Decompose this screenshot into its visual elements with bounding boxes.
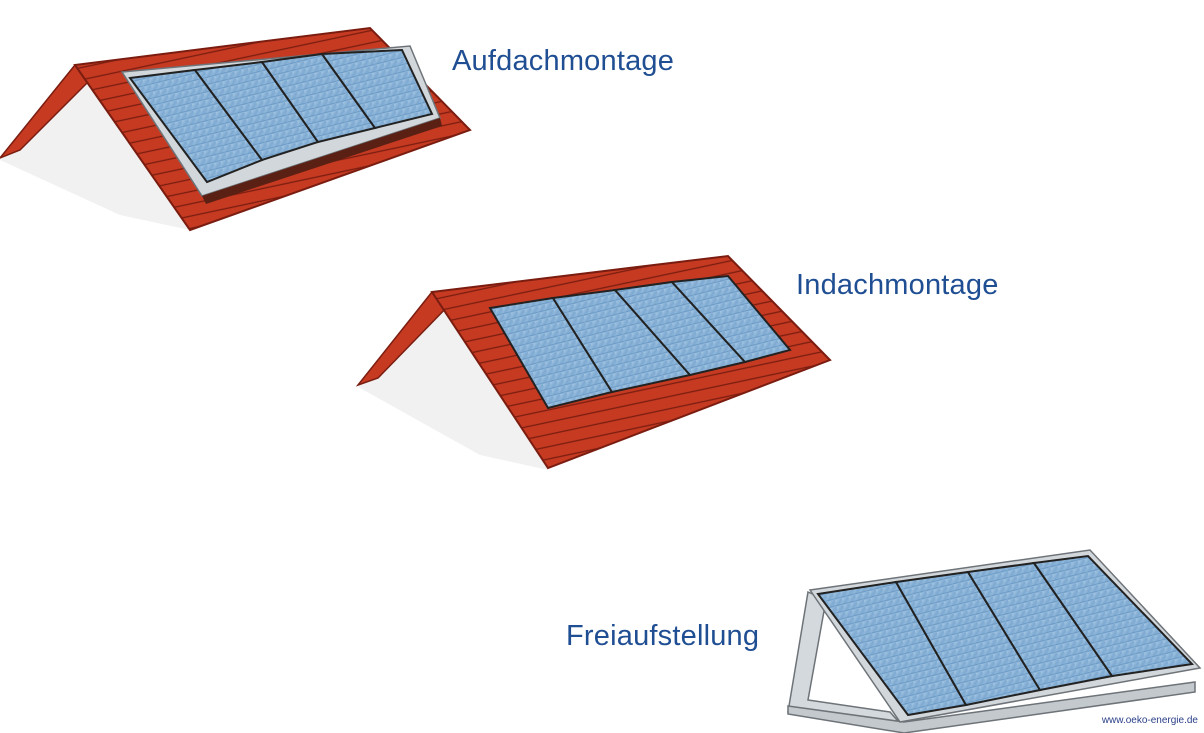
label-indachmontage: Indachmontage xyxy=(796,269,999,301)
aufdach-roof-illustration xyxy=(0,26,472,232)
solar-panel-frei-4 xyxy=(1032,554,1195,678)
label-freiaufstellung: Freiaufstellung xyxy=(566,620,760,652)
panel-shadow xyxy=(202,118,442,204)
indach-roof-illustration xyxy=(355,254,832,470)
solar-panel-aufdach-4 xyxy=(320,48,434,130)
solar-panel-indach-4 xyxy=(669,274,792,364)
label-aufdachmontage: Aufdachmontage xyxy=(452,45,675,77)
website-credit: www.oeko-energie.de xyxy=(1101,715,1198,726)
freiaufstellung-illustration xyxy=(787,549,1202,733)
